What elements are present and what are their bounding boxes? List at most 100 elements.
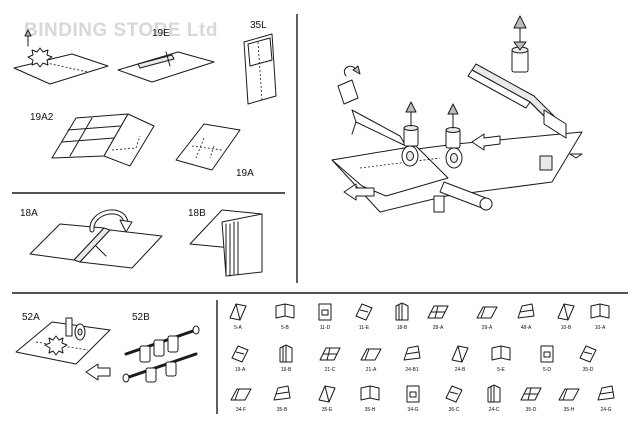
fold-item: 21-C	[319, 347, 341, 373]
fold-code-label: 24-B	[455, 367, 466, 373]
fold-item: 5-E	[491, 345, 511, 373]
roller-right	[445, 103, 463, 169]
folded-paper-icon	[395, 302, 409, 321]
fold-item: 21-A	[360, 348, 382, 373]
label-19E: 19E	[152, 28, 170, 39]
fold-code-label: 10-A	[595, 325, 606, 331]
fold-item: 10-B	[557, 303, 575, 331]
fold-item: 5-D	[540, 345, 554, 373]
folded-paper-icon	[557, 303, 575, 321]
perforation-sheet	[13, 29, 109, 85]
fold-code-label: 21-C	[325, 367, 336, 373]
label-19A2: 19A2	[30, 112, 54, 123]
folded-paper-icon	[487, 384, 501, 403]
fold-code-label: 5-B	[281, 325, 289, 331]
folded-paper-icon	[318, 385, 336, 403]
fold-item: 10-A	[590, 303, 610, 331]
fold-code-label: 24-G	[600, 407, 611, 413]
fold-item: 35-H	[558, 388, 580, 413]
fold-code-label: 35-H	[564, 407, 575, 413]
label-18A: 18A	[20, 208, 38, 219]
folded-paper-icon	[406, 385, 420, 403]
fold-item: 34-G	[406, 385, 420, 413]
fold-18B-stack: 18B	[188, 208, 263, 277]
fold-19A2-booklet: 19A2	[30, 112, 155, 167]
folded-paper-icon	[558, 388, 580, 401]
folded-paper-icon	[597, 385, 615, 401]
folded-paper-icon	[427, 305, 449, 319]
fold-code-label: 35-D	[526, 407, 537, 413]
fold-item: 5-B	[275, 303, 295, 331]
folded-paper-icon	[231, 345, 249, 363]
folded-paper-icon	[540, 345, 554, 363]
fold-code-label: 48-A	[521, 325, 532, 331]
fold-code-label: 24-B1	[405, 367, 419, 373]
folded-paper-icon	[275, 303, 295, 319]
fold-code-label: 5-E	[497, 367, 505, 373]
fold-item: 11-E	[355, 303, 373, 331]
label-52A: 52A	[22, 312, 40, 323]
fold-35L-sheet: 35L	[243, 20, 277, 105]
fold-code-label: 35-E	[322, 407, 333, 413]
fold-code-label: 5-D	[543, 367, 551, 373]
fold-item: 19-A	[231, 345, 249, 373]
fold-52B-rollers: 52B	[122, 312, 200, 383]
folded-paper-icon	[517, 303, 535, 319]
fold-item: 35-B	[273, 385, 291, 413]
top-left-panel: 19E 35L 19A2 19A	[13, 20, 277, 277]
fold-code-label: 35-H	[365, 407, 376, 413]
fold-code-label: 18-B	[397, 325, 408, 331]
fold-item: 24-B1	[403, 345, 421, 373]
label-52B: 52B	[132, 312, 150, 323]
fold-code-label: 29-A	[482, 325, 493, 331]
folded-paper-icon	[273, 385, 291, 401]
folded-paper-icon	[451, 345, 469, 363]
panel-dividers	[12, 14, 628, 414]
fold-item: 11-D	[318, 303, 332, 331]
fold-code-label: 34-F	[236, 407, 246, 413]
folded-paper-icon	[579, 345, 597, 363]
fold-item: 48-A	[517, 303, 535, 331]
fold-code-label: 35-D	[583, 367, 594, 373]
folded-paper-icon	[318, 303, 332, 321]
folded-paper-icon	[520, 387, 542, 401]
fold-code-label: 34-G	[407, 407, 418, 413]
fold-code-label: 5-A	[234, 325, 242, 331]
fold-item: 5-A	[229, 303, 247, 331]
folded-paper-icon	[476, 306, 498, 319]
watermark: BINDING STORE Ltd	[24, 20, 218, 41]
fold-code-label: 28-A	[433, 325, 444, 331]
fold-52A-perforation: 52A	[15, 312, 111, 381]
fold-item: 29-A	[476, 306, 498, 331]
folded-paper-icon	[360, 385, 380, 401]
folded-paper-icon	[319, 347, 341, 361]
fold-code-label: 11-E	[359, 325, 370, 331]
fold-item: 36-C	[445, 385, 463, 413]
label-19A: 19A	[236, 168, 254, 179]
fold-item: 28-A	[427, 305, 449, 331]
fold-item: 35-D	[520, 387, 542, 413]
fold-item: 24-C	[487, 384, 501, 413]
label-35L: 35L	[250, 20, 267, 31]
fold-code-label: 19-A	[235, 367, 246, 373]
folded-paper-icon	[403, 345, 421, 361]
fold-item: 18-B	[395, 302, 409, 331]
folded-paper-icon	[355, 303, 373, 321]
folded-paper-icon	[491, 345, 511, 361]
fold-code-label: 24-C	[489, 407, 500, 413]
fold-18A-sheet: 18A	[20, 208, 163, 269]
fold-item: 24-B	[451, 345, 469, 373]
fold-code-label: 36-C	[449, 407, 460, 413]
fold-item: 35-E	[318, 385, 336, 413]
label-18B: 18B	[188, 208, 206, 219]
fold-19E-sheet: 19E	[117, 28, 215, 83]
folded-paper-icon	[279, 344, 293, 363]
folded-paper-icon	[590, 303, 610, 319]
fold-code-label: 19-B	[281, 367, 292, 373]
folded-paper-icon	[360, 348, 382, 361]
fold-code-label: 21-A	[366, 367, 377, 373]
fold-item: 19-B	[279, 344, 293, 373]
fold-item: 34-F	[230, 388, 252, 413]
